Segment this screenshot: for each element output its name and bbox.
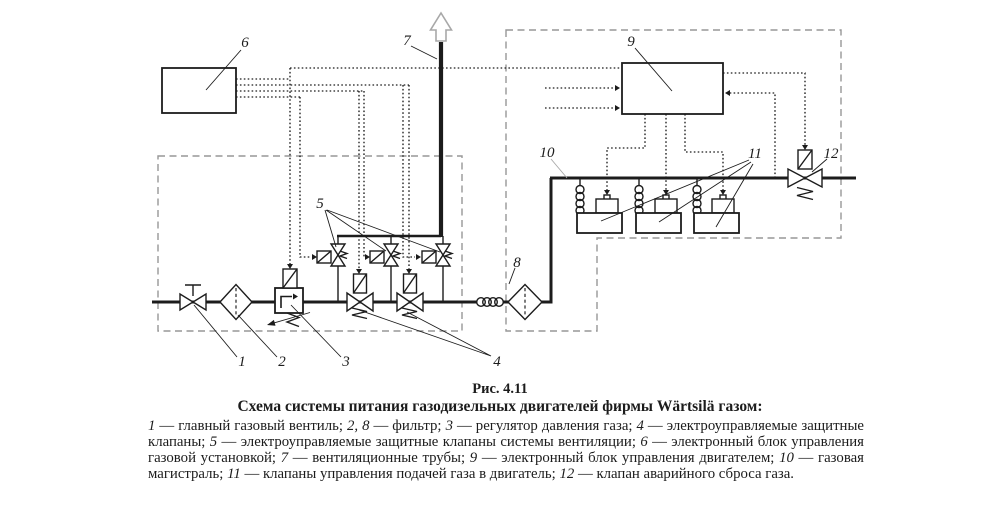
figure-legend: 1 — главный газовый вентиль; 2, 8 — филь… xyxy=(148,418,864,482)
legend-item-number: 4 xyxy=(636,418,644,434)
engine-control-unit-box xyxy=(621,62,724,115)
label-7: 7 xyxy=(403,33,412,49)
vent-risers xyxy=(337,234,444,302)
legend-item-number: 9 xyxy=(469,449,478,466)
gas-control-unit-box xyxy=(161,67,237,114)
vent-valve-5a-symbol xyxy=(316,243,350,267)
enclosure-valve-unit xyxy=(157,155,463,332)
legend-item-number: 2, 8 xyxy=(346,418,370,434)
label-3: 3 xyxy=(341,354,350,370)
leader-lines xyxy=(193,45,828,358)
gas-supply-line xyxy=(152,178,553,304)
legend-item-number: 6 xyxy=(640,433,648,450)
label-8: 8 xyxy=(513,255,521,271)
legend-item-number: 7 xyxy=(280,449,289,466)
label-1: 1 xyxy=(238,354,246,370)
filter-8-symbol xyxy=(507,283,543,321)
vent-pipe xyxy=(429,11,453,237)
figure-number: Рис. 4.11 xyxy=(472,381,528,397)
component-labels: 1 2 3 4 5 6 7 8 9 10 11 12 xyxy=(238,33,839,370)
vent-valve-5b-symbol xyxy=(369,243,403,267)
figure-caption: Рис. 4.11 Схема системы питания газодизе… xyxy=(0,381,1000,483)
pressure-regulator-symbol xyxy=(267,268,311,328)
legend-item-number: 10 xyxy=(779,449,794,466)
label-4: 4 xyxy=(493,354,501,370)
filter-2-symbol xyxy=(219,283,253,321)
figure-title: Схема системы питания газодизельных двиг… xyxy=(237,398,763,415)
engine-cylinder-unit-1 xyxy=(575,179,623,234)
label-6: 6 xyxy=(241,35,249,51)
legend-item-number: 3 xyxy=(445,418,453,434)
vent-valve-5c-symbol xyxy=(421,243,455,267)
label-10: 10 xyxy=(540,145,556,161)
legend-item-number: 5 xyxy=(209,433,218,450)
engine-cylinder-unit-2 xyxy=(634,179,682,234)
enclosure-engine-room xyxy=(505,29,842,332)
label-5: 5 xyxy=(316,196,324,212)
main-gas-valve-symbol xyxy=(179,284,207,312)
safety-valve-4a-symbol xyxy=(346,273,374,320)
legend-item-number: 11 xyxy=(227,465,241,482)
label-9: 9 xyxy=(627,34,635,50)
safety-valve-4b-symbol xyxy=(396,273,424,320)
legend-item-number: 1 xyxy=(148,418,156,434)
engine-cylinder-unit-3 xyxy=(692,179,740,234)
legend-item-number: 12 xyxy=(559,465,575,482)
vent-outlet-arrow-icon xyxy=(429,11,453,42)
label-2: 2 xyxy=(278,354,286,370)
label-12: 12 xyxy=(824,146,840,162)
label-11: 11 xyxy=(748,146,762,162)
emergency-release-valve-symbol xyxy=(787,149,823,201)
schematic-diagram: 1 2 3 4 5 6 7 8 9 10 11 12 xyxy=(152,11,856,370)
flexible-joint-symbol xyxy=(476,297,505,308)
